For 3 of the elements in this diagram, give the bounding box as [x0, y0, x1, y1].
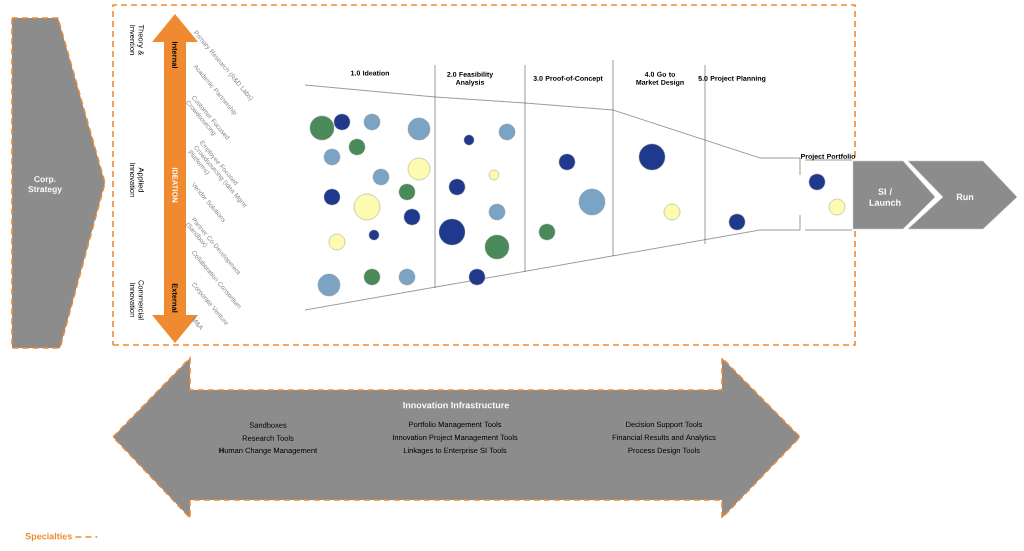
legend-label: Specialties — [25, 532, 72, 542]
node-label: Run — [956, 193, 974, 201]
dashed-frame — [112, 4, 856, 346]
